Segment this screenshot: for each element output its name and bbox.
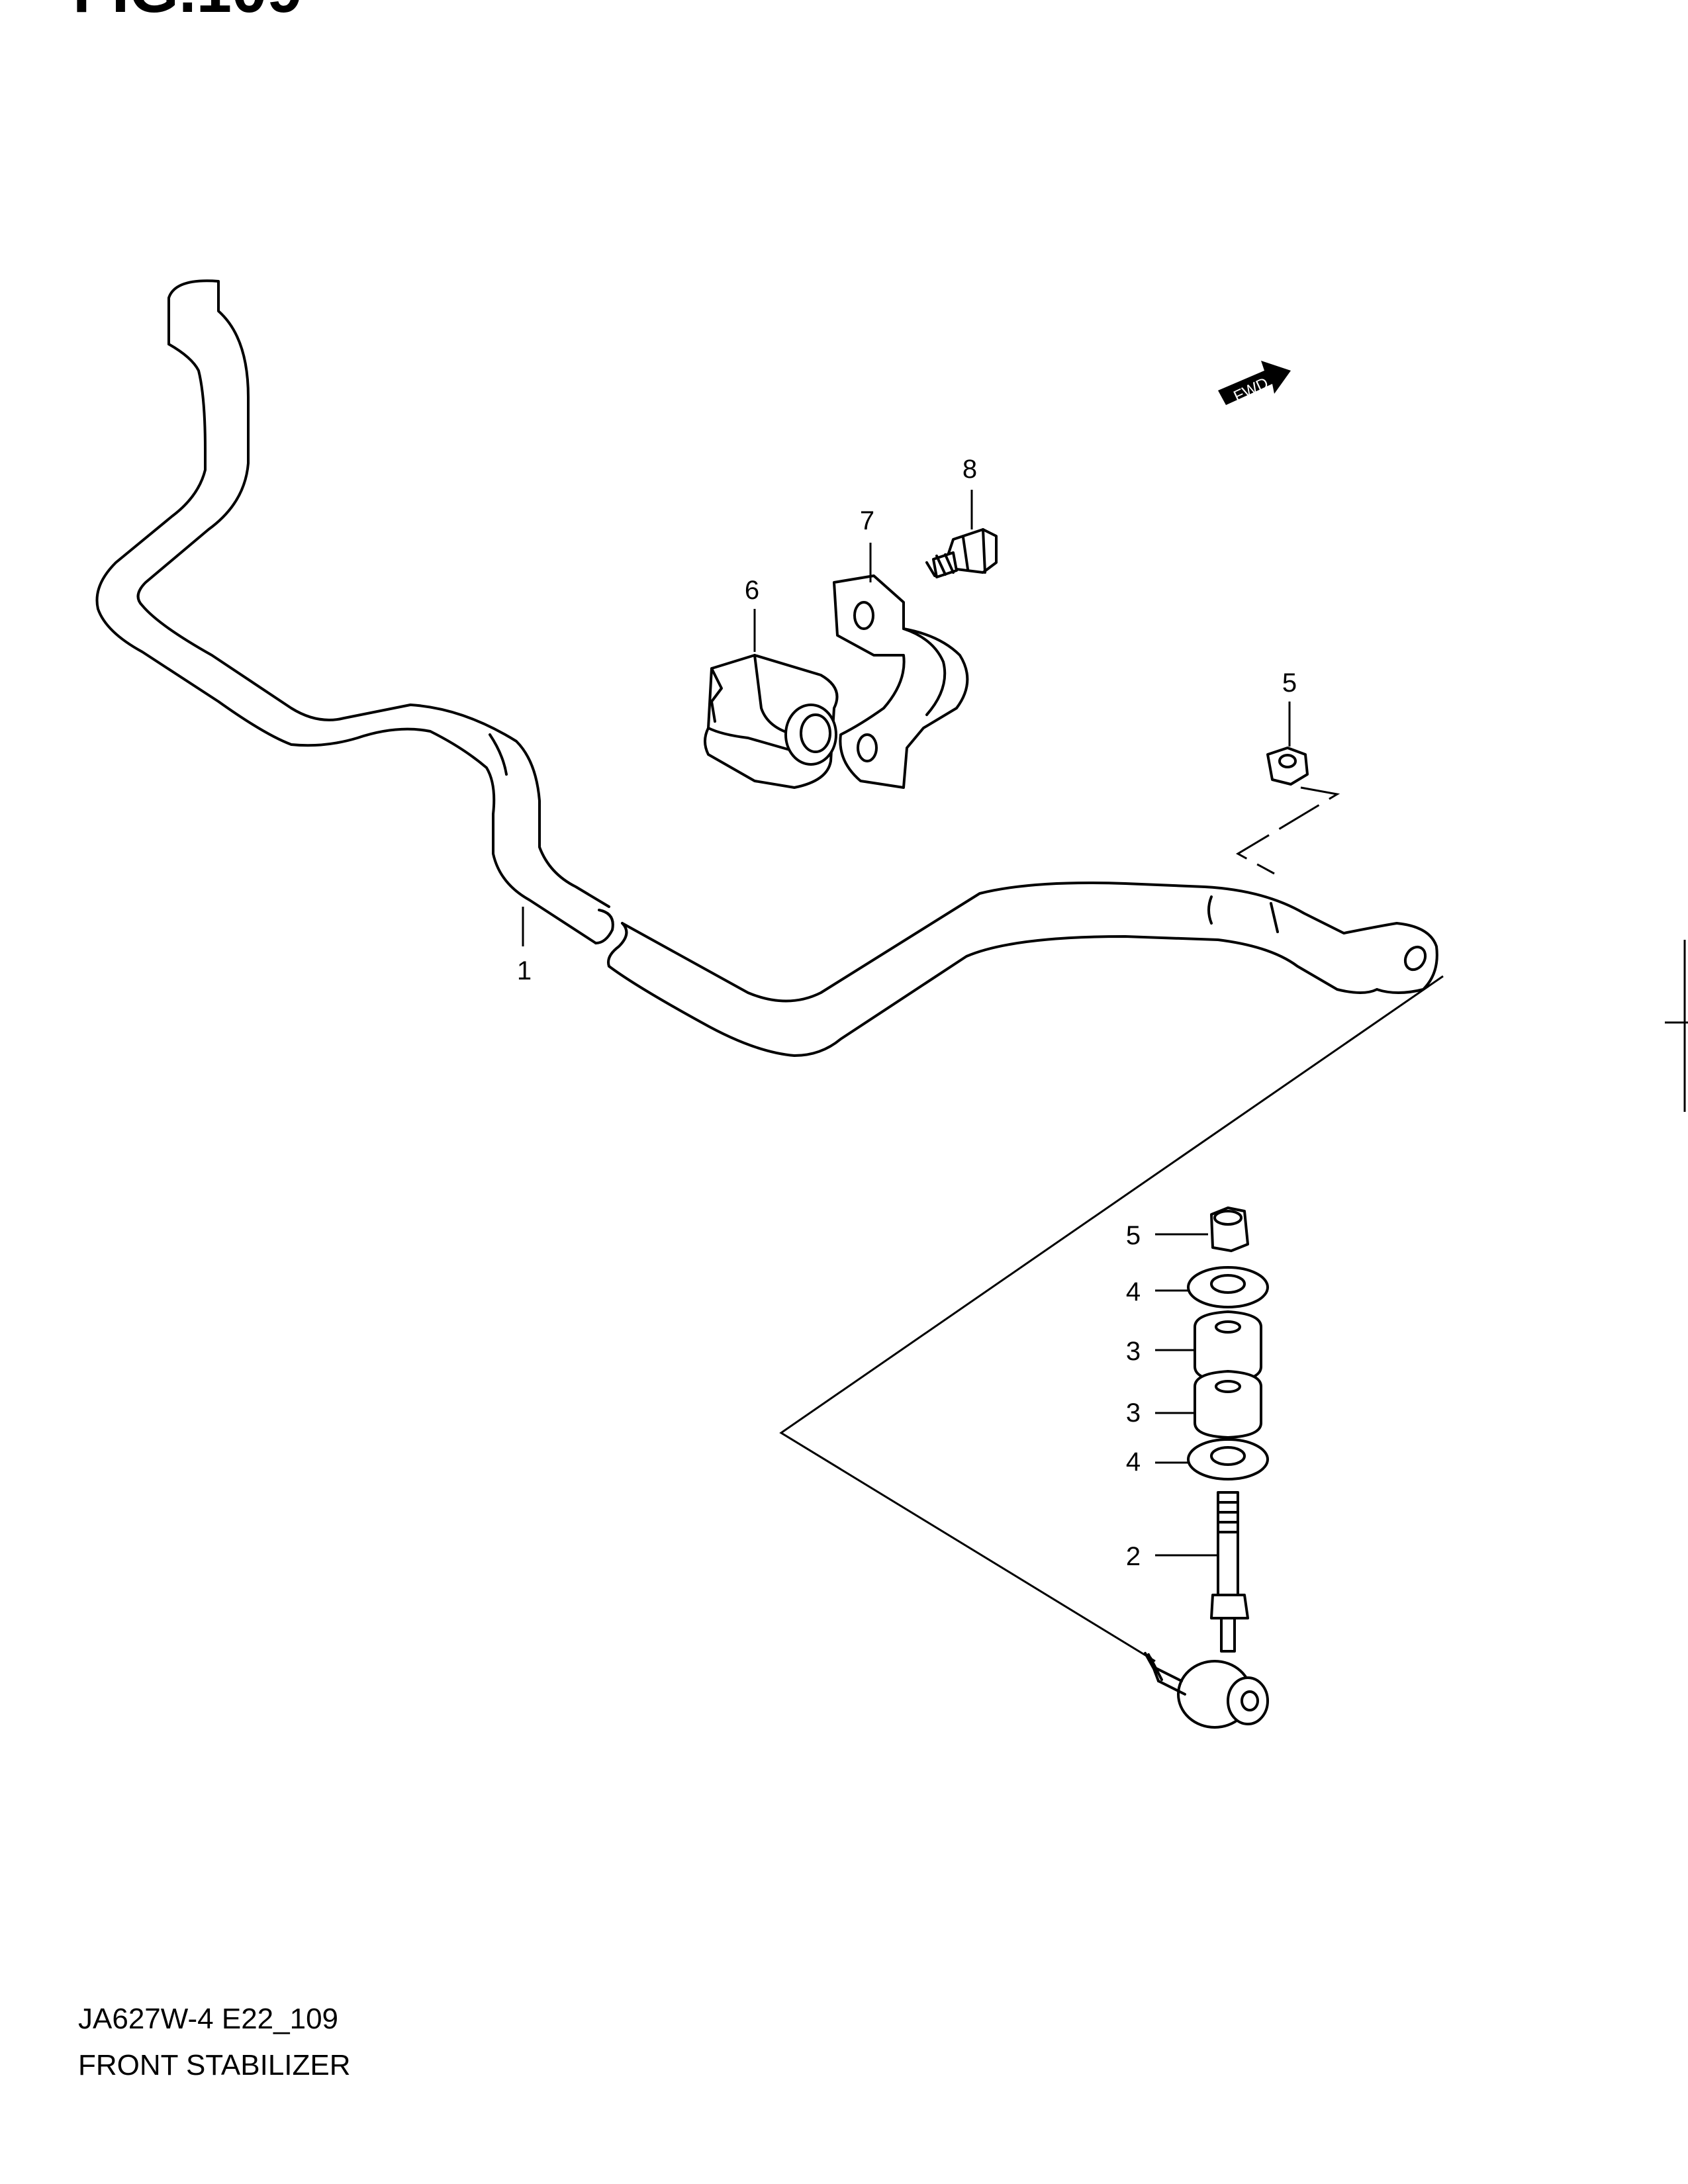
bolt-part (925, 528, 998, 578)
callout-5b: 5 (1126, 1221, 1141, 1250)
stabilizer-bar (95, 279, 1438, 1057)
callout-2: 2 (1126, 1542, 1141, 1571)
stabilizer-link-assembly (1144, 1206, 1269, 1729)
figure-title: FIG.109 (73, 0, 303, 26)
callout-3b: 3 (1126, 1398, 1141, 1428)
bracket-part (833, 574, 969, 789)
callout-5a: 5 (1282, 668, 1297, 698)
nut-part-upper (1266, 747, 1309, 786)
leader-lines (522, 490, 1444, 1662)
callout-6: 6 (745, 576, 759, 605)
callout-4b: 4 (1126, 1447, 1141, 1477)
callout-3a: 3 (1126, 1337, 1141, 1366)
figure-name: FRONT STABILIZER (78, 2049, 351, 2081)
figure-code: JA627W-4 E22_109 (78, 2003, 338, 2035)
callout-4a: 4 (1126, 1277, 1141, 1306)
callout-8: 8 (962, 455, 977, 484)
fwd-arrow-icon: FWD (1218, 361, 1291, 406)
bushing-part (704, 654, 839, 789)
callout-1: 1 (517, 956, 532, 985)
callout-7: 7 (860, 506, 874, 535)
